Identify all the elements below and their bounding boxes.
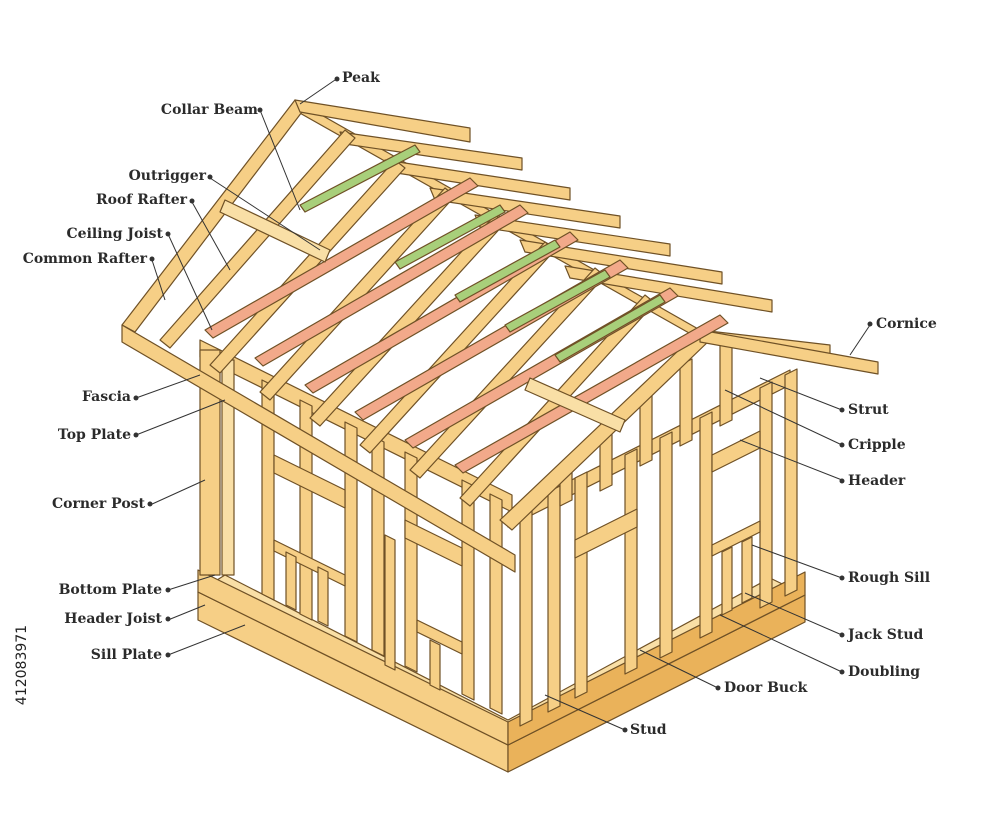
label-cornice: Cornice	[876, 316, 937, 332]
label-top-plate: Top Plate	[57, 427, 131, 443]
label-stud: Stud	[630, 722, 667, 738]
label-corner-post: Corner Post	[51, 496, 145, 512]
label-door-buck: Door Buck	[724, 680, 808, 696]
label-rough-sill: Rough Sill	[848, 570, 931, 586]
stock-image-id: 412083971	[12, 600, 32, 730]
label-collar-beam: Collar Beam	[160, 102, 258, 118]
label-strut: Strut	[848, 402, 889, 418]
label-bottom-plate: Bottom Plate	[58, 582, 162, 598]
label-jack-stud: Jack Stud	[848, 627, 924, 643]
label-cripple: Cripple	[848, 437, 906, 453]
stock-image-id-text: 412083971	[14, 624, 30, 706]
label-header: Header	[848, 473, 906, 489]
roof	[121, 99, 879, 573]
label-sill-plate: Sill Plate	[90, 647, 162, 663]
leader-lines	[135, 79, 871, 731]
ceiling-joist	[204, 177, 479, 339]
label-common-rafter: Common Rafter	[22, 251, 147, 267]
label-outrigger: Outrigger	[128, 168, 206, 184]
label-ceiling-joist: Ceiling Joist	[66, 226, 163, 242]
label-peak: Peak	[342, 70, 380, 86]
label-roof-rafter: Roof Rafter	[95, 192, 187, 208]
collar-beam	[299, 144, 421, 213]
leader-dots	[133, 76, 873, 733]
label-fascia: Fascia	[81, 389, 131, 405]
fascia	[121, 324, 516, 573]
corner-post	[199, 349, 221, 576]
label-header-joist: Header Joist	[64, 611, 162, 627]
right-wall	[499, 329, 831, 727]
window-header	[273, 454, 346, 509]
label-doubling: Doubling	[848, 664, 921, 680]
